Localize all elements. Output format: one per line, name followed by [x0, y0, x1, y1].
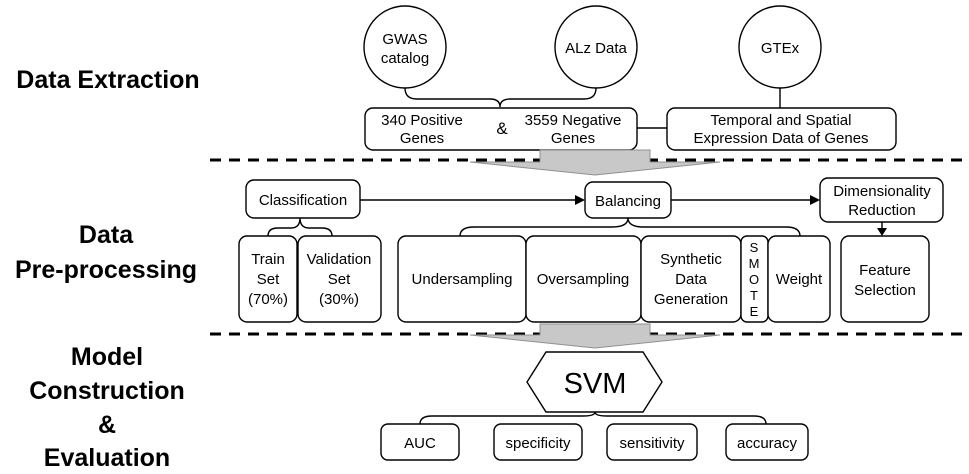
svg-text:Genes: Genes: [400, 130, 444, 147]
balancing-box: Balancing: [584, 181, 672, 219]
svg-text:Temporal and Spatial: Temporal and Spatial: [711, 112, 852, 129]
svg-text:Data: Data: [675, 271, 707, 288]
metric-auc-box: AUC: [380, 423, 460, 461]
svg-text:340 Positive: 340 Positive: [381, 112, 463, 129]
svg-text:Selection: Selection: [854, 282, 916, 299]
svg-text:Train: Train: [251, 251, 285, 268]
svg-text:Data Extraction: Data Extraction: [16, 66, 199, 94]
genes-box: 340 Positive Genes & 3559 Negative Genes: [364, 107, 638, 151]
arrow-balancing-dimreduction: [671, 195, 820, 205]
smote-box: S M O T E: [740, 235, 769, 323]
synthetic-data-generation-box: Synthetic Data Generation: [640, 235, 742, 323]
svg-text:Feature: Feature: [859, 262, 911, 279]
svg-text:Validation: Validation: [307, 251, 372, 268]
arrow-dimreduction-feature: [877, 222, 887, 236]
expression-data-box: Temporal and Spatial Expression Data of …: [666, 107, 897, 151]
classification-box: Classification: [245, 179, 361, 219]
svg-text:Pre-processing: Pre-processing: [15, 256, 197, 284]
arrow-classification-balancing: [360, 195, 585, 205]
oversampling-box: Oversampling: [525, 235, 642, 323]
svg-text:ALz Data: ALz Data: [565, 40, 627, 57]
svg-text:Set: Set: [257, 271, 280, 288]
stage-label-model-construction: Model Construction & Evaluation: [29, 343, 185, 472]
brace-classification-sets: [267, 217, 333, 237]
svg-text:Balancing: Balancing: [595, 193, 661, 210]
svg-text:Data: Data: [79, 221, 134, 249]
svg-text:Evaluation: Evaluation: [44, 444, 170, 472]
svg-text:T: T: [750, 288, 758, 303]
stage-label-data-extraction: Data Extraction: [16, 66, 199, 94]
svg-text:Oversampling: Oversampling: [537, 271, 630, 288]
svg-text:Model: Model: [71, 343, 143, 371]
brace-balancing-methods: [459, 217, 801, 237]
validation-set-box: Validation Set (30%): [297, 235, 382, 323]
svg-text:AUC: AUC: [404, 435, 436, 452]
metric-specificity-box: specificity: [493, 423, 583, 461]
svg-text:GWAS: GWAS: [382, 31, 427, 48]
svg-text:Construction: Construction: [29, 377, 185, 405]
svm-model-hexagon: SVM: [526, 351, 663, 413]
svg-text:sensitivity: sensitivity: [619, 435, 685, 452]
svg-text:O: O: [749, 272, 759, 287]
train-set-box: Train Set (70%): [238, 235, 298, 323]
source-alz-data: ALz Data: [554, 5, 638, 89]
svg-text:Classification: Classification: [259, 192, 347, 209]
brace-sources-to-genes: [404, 87, 597, 108]
svg-text:accuracy: accuracy: [737, 435, 798, 452]
metric-accuracy-box: accuracy: [725, 423, 809, 461]
svg-text:E: E: [750, 304, 759, 319]
svg-text:Dimensionality: Dimensionality: [833, 183, 931, 200]
weight-box: Weight: [767, 235, 831, 323]
funnel-arrow-extraction: [469, 149, 721, 176]
svg-text:Set: Set: [328, 271, 351, 288]
svg-text:S: S: [750, 240, 759, 255]
source-gwas-catalog: GWAS catalog: [363, 5, 447, 89]
svg-text:3559 Negative: 3559 Negative: [525, 112, 622, 129]
svg-text:catalog: catalog: [381, 50, 429, 67]
svg-text:Synthetic: Synthetic: [660, 251, 722, 268]
svg-text:Generation: Generation: [654, 291, 728, 308]
svg-text:specificity: specificity: [505, 435, 571, 452]
svg-text:SVM: SVM: [564, 368, 627, 400]
svg-text:(70%): (70%): [248, 291, 288, 308]
svg-text:Expression Data of Genes: Expression Data of Genes: [693, 130, 868, 147]
svg-text:&: &: [496, 119, 508, 138]
svg-text:&: &: [98, 411, 116, 439]
svg-text:Reduction: Reduction: [848, 202, 916, 219]
source-gtex: GTEx: [738, 5, 822, 89]
undersampling-box: Undersampling: [397, 235, 527, 323]
svg-text:Undersampling: Undersampling: [412, 271, 513, 288]
svg-text:Weight: Weight: [776, 271, 823, 288]
metric-sensitivity-box: sensitivity: [606, 423, 698, 461]
feature-selection-box: Feature Selection: [840, 235, 930, 323]
svg-text:(30%): (30%): [319, 291, 359, 308]
brace-svm-metrics: [419, 411, 767, 425]
svg-text:GTEx: GTEx: [761, 40, 800, 57]
svg-text:M: M: [749, 256, 760, 271]
funnel-arrow-preprocessing: [469, 323, 721, 349]
dimensionality-reduction-box: Dimensionality Reduction: [819, 177, 944, 223]
svg-text:Genes: Genes: [551, 130, 595, 147]
stage-label-data-preprocessing: Data Pre-processing: [15, 221, 197, 284]
